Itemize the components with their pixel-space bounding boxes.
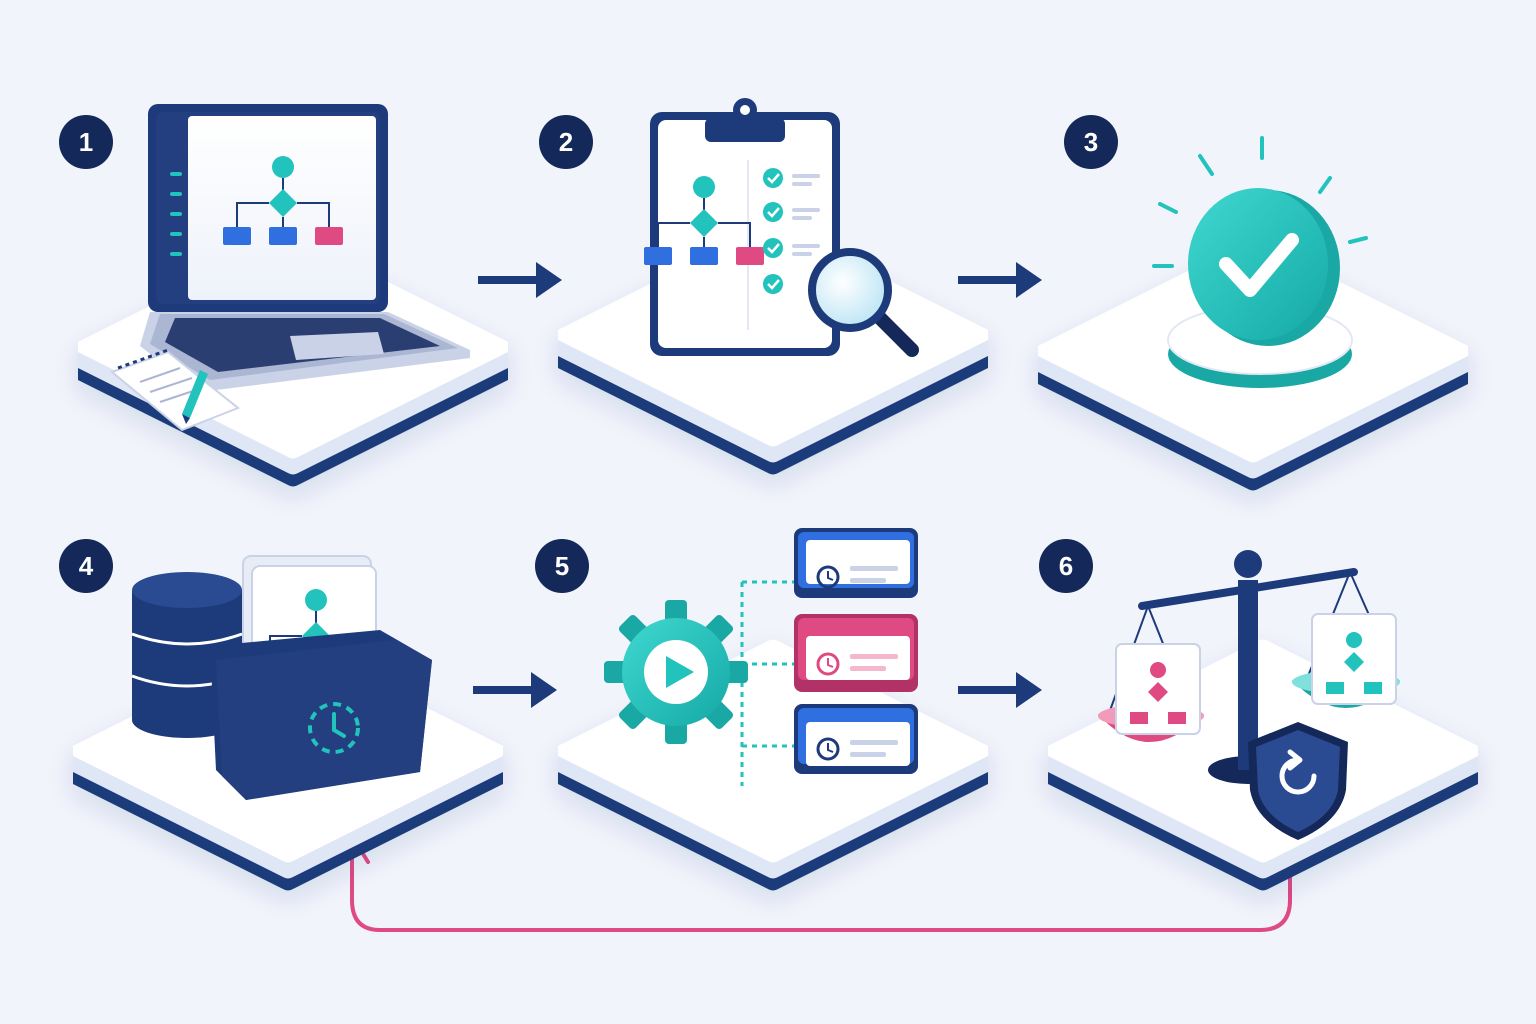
arrow-right-icon (958, 262, 1042, 298)
step-6-number: 6 (1059, 551, 1073, 581)
approval-check-icon (1152, 136, 1368, 388)
schedule-card-3 (794, 704, 918, 774)
step-3: 3 (1038, 115, 1468, 491)
step-5-badge: 5 (535, 539, 589, 593)
notepad-pencil-icon (110, 348, 240, 432)
gear-play-schedule-icon (604, 528, 918, 786)
step-2: 2 (539, 98, 988, 475)
step-5-number: 5 (555, 551, 569, 581)
step-6-badge: 6 (1039, 539, 1093, 593)
checklist (763, 168, 820, 294)
step-3-number: 3 (1084, 127, 1098, 157)
arrow-right-icon (478, 262, 562, 298)
right-document-icon (1311, 613, 1397, 705)
step-6: 6 (1039, 539, 1478, 891)
clipboard-review-icon (643, 98, 919, 357)
laptop-flowchart-icon (140, 104, 470, 392)
schedule-card-1 (794, 528, 918, 598)
step-2-badge: 2 (539, 115, 593, 169)
step-1: 1 (59, 104, 508, 487)
arrow-right-icon (473, 672, 557, 708)
schedule-card-2 (794, 614, 918, 692)
scale-compare-rollback-icon (1098, 550, 1400, 840)
step-1-badge: 1 (59, 115, 113, 169)
arrow-right-icon (958, 672, 1042, 708)
step-2-number: 2 (559, 127, 573, 157)
step-4-badge: 4 (59, 539, 113, 593)
glow-rays (1152, 136, 1368, 268)
step-3-badge: 3 (1064, 115, 1118, 169)
database-folder-version-icon (210, 555, 432, 800)
shield-rollback-icon (1248, 722, 1348, 840)
magnifier-icon (808, 248, 919, 357)
step-4: 4 (59, 539, 503, 891)
step-1-number: 1 (79, 127, 93, 157)
step-5: 5 (535, 528, 988, 891)
gear-icon (604, 600, 748, 744)
step-4-number: 4 (79, 551, 94, 581)
left-document-icon (1115, 643, 1201, 735)
